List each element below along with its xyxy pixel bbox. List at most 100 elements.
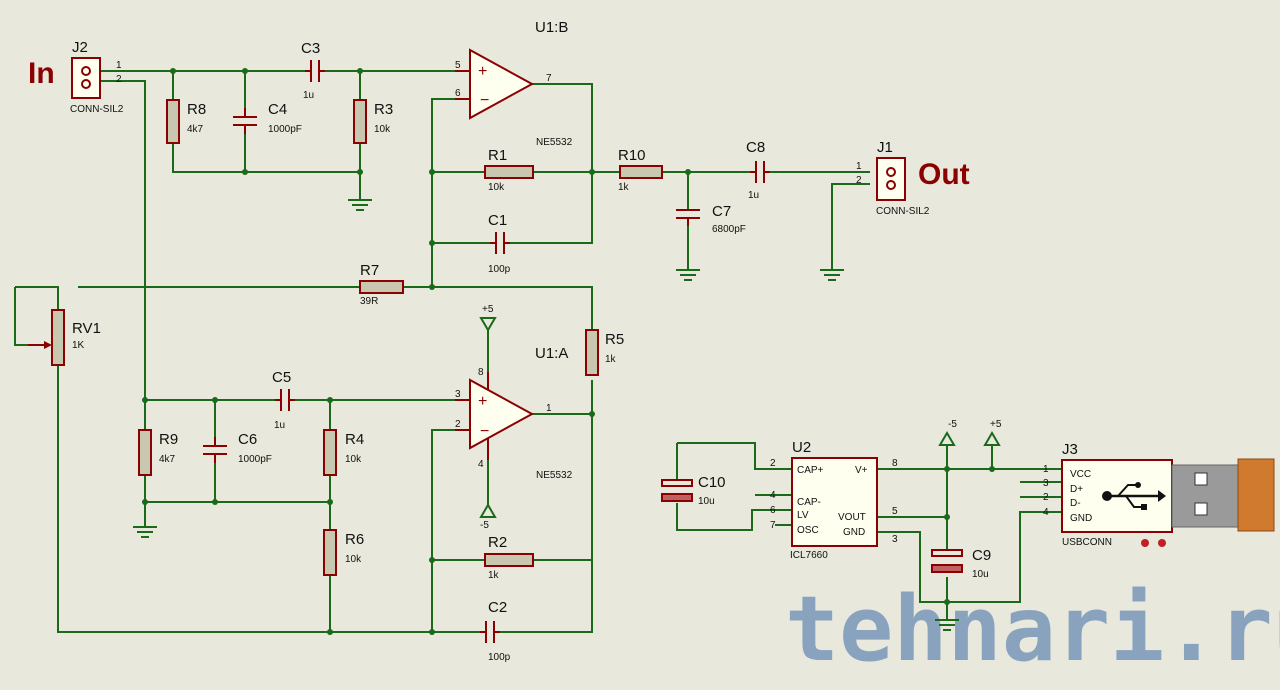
r2-ref: R2 — [488, 534, 507, 551]
svg-text:−: − — [480, 423, 489, 440]
capacitor-c3[interactable]: C3 1u — [301, 40, 325, 101]
c7-ref: C7 — [712, 203, 731, 220]
u2-n2: 2 — [770, 458, 776, 469]
resistor-r4[interactable]: R4 10k — [323, 429, 364, 476]
j1-value: CONN-SIL2 — [876, 206, 930, 217]
r9-ref: R9 — [159, 431, 178, 448]
u2-vplus: V+ — [855, 465, 868, 476]
resistor-r7[interactable]: R7 39R — [359, 262, 404, 307]
u1b-pin6: 6 — [455, 88, 461, 99]
u2-n7: 7 — [770, 520, 776, 531]
j3-value: USBCONN — [1062, 537, 1112, 548]
input-label: In — [28, 57, 55, 90]
r7-value: 39R — [360, 296, 378, 307]
c8-value: 1u — [748, 190, 759, 201]
c10-value: 10u — [698, 496, 715, 507]
usb-connector-j3[interactable]: J3 USBCONN VCC D+ D- GND 1 3 2 4 — [1043, 441, 1275, 548]
capacitor-c7[interactable]: C7 6800pF — [676, 203, 746, 235]
rv1-value: 1K — [72, 340, 85, 351]
capacitor-c5[interactable]: C5 1u — [272, 369, 295, 431]
capacitor-c1[interactable]: C1 100p — [488, 212, 511, 275]
r8-ref: R8 — [187, 101, 206, 118]
c5-ref: C5 — [272, 369, 291, 386]
r9-value: 4k7 — [159, 454, 176, 465]
u2-cap-minus: CAP- — [797, 497, 821, 508]
c3-ref: C3 — [301, 40, 320, 57]
resistor-r10[interactable]: R10 1k — [618, 147, 663, 193]
u2-n4: 4 — [770, 490, 776, 501]
svg-text:+: + — [478, 63, 487, 80]
u1a-ref: U1:A — [535, 345, 568, 362]
r4-ref: R4 — [345, 431, 364, 448]
r5-value: 1k — [605, 354, 617, 365]
u2-n8: 8 — [892, 458, 898, 469]
power-neg-label-2: -5 — [948, 419, 957, 430]
output-label: Out — [918, 158, 970, 191]
r3-value: 10k — [374, 124, 391, 135]
j3-dplus: D+ — [1070, 484, 1083, 495]
svg-text:−: − — [480, 92, 489, 109]
power-pos-u2: +5 — [983, 419, 1002, 446]
resistor-r5[interactable]: R5 1k — [585, 329, 624, 376]
c4-ref: C4 — [268, 101, 287, 118]
rv1-ref: RV1 — [72, 320, 101, 337]
power-neg-u2: -5 — [938, 419, 957, 446]
capacitor-c9[interactable]: C9 10u — [931, 547, 991, 580]
j2-pin1: 1 — [116, 60, 122, 71]
j3-vcc: VCC — [1070, 469, 1091, 480]
resistor-r1[interactable]: R1 10k — [484, 147, 534, 193]
c1-ref: C1 — [488, 212, 507, 229]
ic-u2[interactable]: U2 ICL7660 CAP+ CAP- LV OSC V+ VOUT GND … — [770, 439, 898, 561]
r5-ref: R5 — [605, 331, 624, 348]
j2-pin2: 2 — [116, 74, 122, 85]
watermark: tehnari.ru — [785, 577, 1280, 682]
c9-ref: C9 — [972, 547, 991, 564]
power-neg-u1a: -5 — [479, 503, 497, 531]
c1-value: 100p — [488, 264, 511, 275]
connector-j2[interactable]: J2 CONN-SIL2 1 2 — [70, 39, 124, 115]
j3-n1: 1 — [1043, 464, 1049, 475]
j3-n4: 4 — [1043, 507, 1049, 518]
c2-ref: C2 — [488, 599, 507, 616]
capacitor-c8[interactable]: C8 1u — [746, 139, 770, 201]
resistor-r3[interactable]: R3 10k — [353, 99, 393, 144]
u2-n5: 5 — [892, 506, 898, 517]
capacitor-c2[interactable]: C2 100p — [480, 599, 511, 663]
c2-value: 100p — [488, 652, 511, 663]
c10-ref: C10 — [698, 474, 726, 491]
u1a-pin1: 1 — [546, 403, 552, 414]
power-pos-label: +5 — [482, 304, 494, 315]
capacitor-c6[interactable]: C6 1000pF — [203, 431, 272, 465]
resistor-r8[interactable]: R8 4k7 — [166, 99, 206, 144]
c6-ref: C6 — [238, 431, 257, 448]
j1-pin2: 2 — [856, 175, 862, 186]
u2-osc: OSC — [797, 525, 819, 536]
resistor-r6[interactable]: R6 10k — [323, 529, 364, 576]
svg-text:+: + — [478, 393, 487, 410]
usb-icon — [1102, 482, 1166, 510]
u1b-ref: U1:B — [535, 19, 568, 36]
opamp-u1b[interactable]: + − U1:B NE5532 5 6 7 — [455, 19, 573, 148]
capacitor-c4[interactable]: C4 1000pF — [233, 101, 302, 135]
opamp-u1a[interactable]: + − U1:A NE5532 3 2 1 8 4 — [455, 345, 573, 481]
j1-ref: J1 — [877, 139, 893, 156]
c6-value: 1000pF — [238, 454, 272, 465]
r4-value: 10k — [345, 454, 362, 465]
capacitor-c10[interactable]: C10 10u — [661, 474, 726, 507]
j1-pin1: 1 — [856, 161, 862, 172]
resistor-r9[interactable]: R9 4k7 — [138, 429, 178, 476]
connector-j1[interactable]: J1 CONN-SIL2 1 2 — [856, 139, 930, 217]
u1a-pin3: 3 — [455, 389, 461, 400]
c7-value: 6800pF — [712, 224, 746, 235]
c4-value: 1000pF — [268, 124, 302, 135]
u1b-pin7: 7 — [546, 73, 552, 84]
resistor-r2[interactable]: R2 1k — [484, 534, 534, 581]
u1a-pin4: 4 — [478, 459, 484, 470]
c8-ref: C8 — [746, 139, 765, 156]
r8-value: 4k7 — [187, 124, 204, 135]
r1-ref: R1 — [488, 147, 507, 164]
r10-ref: R10 — [618, 147, 646, 164]
potentiometer-rv1[interactable]: RV1 1K — [28, 309, 101, 366]
u2-cap-plus: CAP+ — [797, 465, 824, 476]
